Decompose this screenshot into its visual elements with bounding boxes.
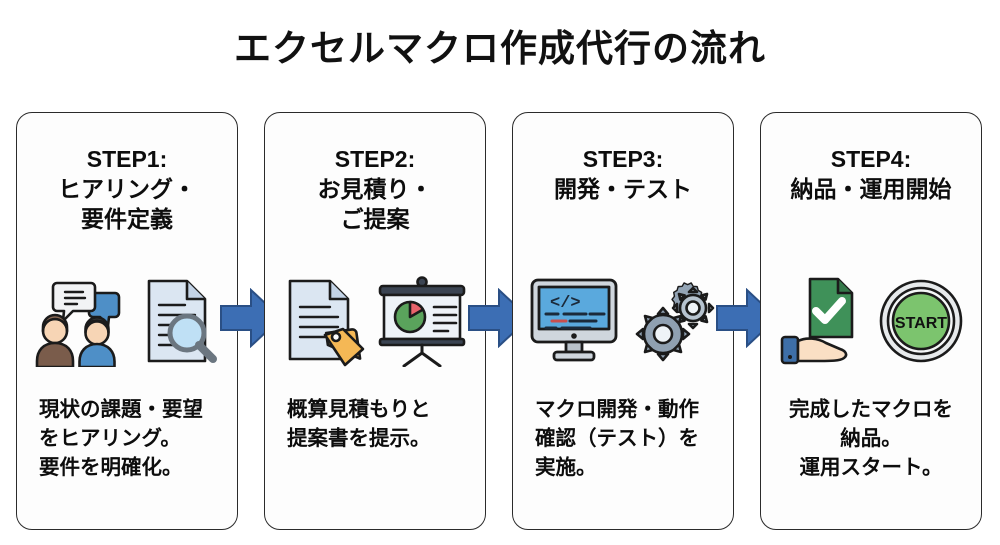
start-button-icon: START [878,278,964,369]
presentation-pie-chart-icon [374,275,470,372]
steps-container: STEP1: ヒアリング・ 要件定義 [16,112,984,530]
document-tag-icon [280,275,366,372]
document-magnifier-icon [135,275,223,372]
step-3-description: マクロ開発・動作 確認（テスト）を 実施。 [535,398,699,480]
monitor-code-icon: </> [526,276,622,371]
gap-2-3 [468,112,531,530]
step-3-icons: </> [513,271,733,375]
step-3-heading: STEP3: 開発・テスト [554,146,692,202]
gap-3-4 [716,112,779,530]
svg-text:START: START [895,315,947,332]
step-card-2[interactable]: STEP2: お見積り・ ご提案 [264,112,486,530]
page-title: エクセルマクロ作成代行の流れ [234,28,766,69]
step-card-1[interactable]: STEP1: ヒアリング・ 要件定義 [16,112,238,530]
step-2-icons [265,271,485,375]
step-card-3[interactable]: STEP3: 開発・テスト </> [512,112,734,530]
step-2-heading: STEP2: お見積り・ ご提案 [317,146,433,232]
hand-delivery-check-icon [778,275,870,372]
step-1-icons [17,271,237,375]
step-4-description: 完成したマクロを 納品。 運用スタート。 [789,398,953,480]
people-chat-icon [31,275,127,372]
gap-1-2 [220,112,283,530]
step-card-4[interactable]: STEP4: 納品・運用開始 [760,112,982,530]
step-4-heading: STEP4: 納品・運用開始 [790,146,952,202]
svg-text:</>: </> [550,294,581,313]
step-4-icons: START [761,271,981,375]
step-2-description: 概算見積もりと 提案書を提示。 [287,398,431,451]
gears-icon [630,276,720,371]
step-1-description: 現状の課題・要望 をヒアリング。 要件を明確化。 [39,398,203,480]
step-1-heading: STEP1: ヒアリング・ 要件定義 [58,146,196,232]
